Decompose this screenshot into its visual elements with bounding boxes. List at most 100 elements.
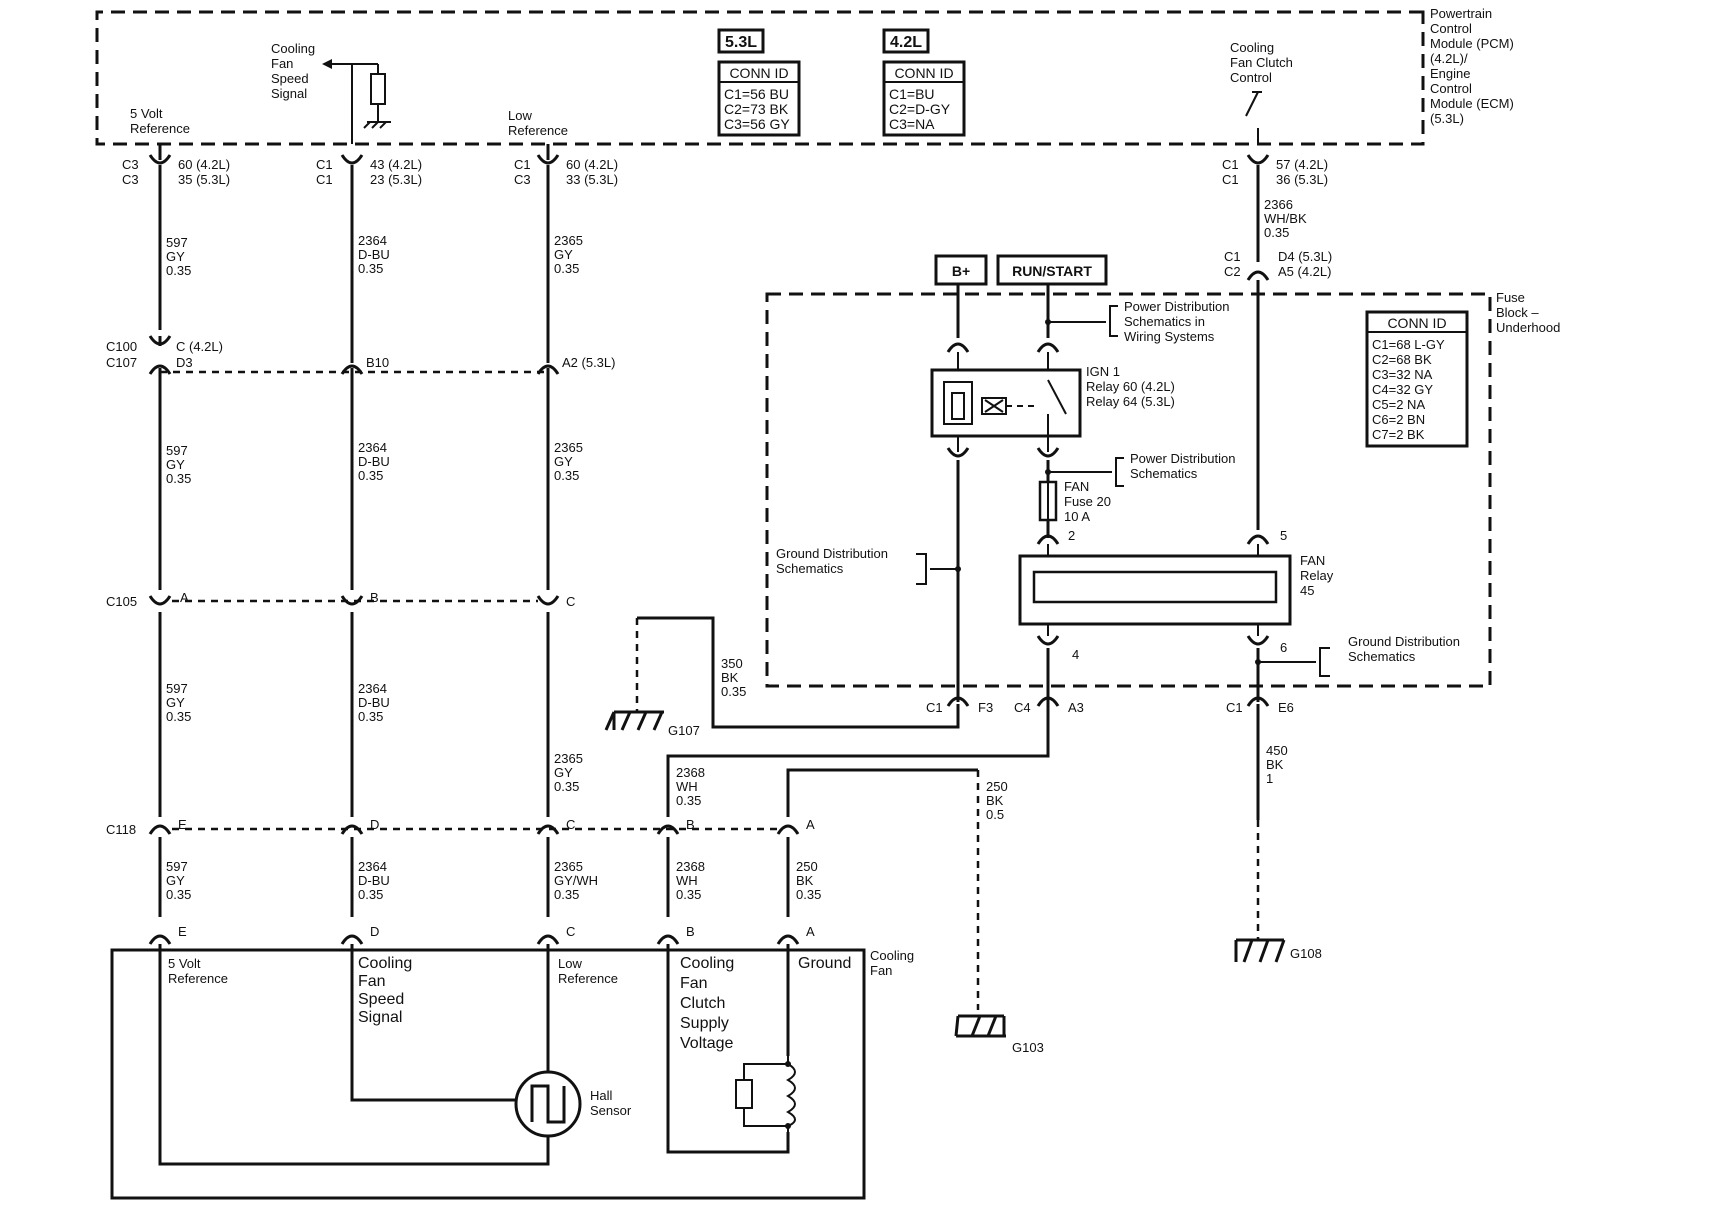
svg-text:FAN Relay 45: FAN Relay 45 [1300, 553, 1337, 598]
ground-g107-icon: G107 [604, 710, 700, 738]
svg-text:5: 5 [1280, 528, 1287, 543]
cooling-fan-component: Cooling Fan E D C B A 5 Volt Reference C… [110, 924, 914, 1200]
engine-53-tag: 5.3L [717, 28, 765, 54]
ign1-relay: IGN 1 Relay 60 (4.2L) Relay 64 (5.3L) [930, 342, 1179, 458]
svg-text:C3=56 GY: C3=56 GY [724, 116, 790, 132]
svg-text:5.3L: 5.3L [725, 34, 757, 51]
relay-switch-icon [1047, 379, 1067, 415]
svg-text:Ground: Ground [798, 955, 851, 972]
wire-250 [786, 768, 980, 1010]
svg-text:5 Volt Reference: 5 Volt Reference [168, 956, 228, 986]
relay-resistor-icon [951, 392, 965, 420]
svg-text:B: B [370, 590, 379, 605]
svg-text:D4 (5.3L): D4 (5.3L) [1278, 249, 1332, 264]
svg-text:C105: C105 [106, 594, 137, 609]
svg-text:E: E [178, 817, 187, 832]
svg-text:Ground Distribution Sc: Ground Distribution Schematics [776, 546, 892, 576]
svg-text:C1=56 BU: C1=56 BU [724, 86, 789, 102]
svg-text:C1: C1 [514, 157, 531, 172]
svg-text:4.2L: 4.2L [890, 34, 922, 51]
pcm-pin-speed: C1 C1 43 (4.2L) 23 (5.3L) [316, 154, 422, 187]
svg-text:C6=2 BN: C6=2 BN [1372, 412, 1425, 427]
pwr-dist-wiring-ref: Power Distribution Schematics in Wiring … [1045, 299, 1230, 344]
pcm-module: Powertrain Control Module (PCM) (4.2L)/ … [95, 6, 1517, 146]
svg-text:33 (5.3L): 33 (5.3L) [566, 172, 618, 187]
svg-text:23 (5.3L): 23 (5.3L) [370, 172, 422, 187]
engine-42-tag: 4.2L [882, 28, 930, 54]
fuse-block-underhood: Fuse Block – Underhood CONN ID C1=68 L-G… [765, 290, 1560, 702]
wire-350 [635, 616, 960, 729]
pcm-conn-id-42-table: CONN ID C1=BU C2=D-GY C3=NA [882, 60, 966, 137]
svg-text:A: A [180, 590, 189, 605]
svg-text:IGN 1 Relay 60 (4.2L): IGN 1 Relay 60 (4.2L) Relay 64 (5.3L) [1086, 364, 1179, 409]
svg-text:A: A [806, 817, 815, 832]
svg-text:2: 2 [1068, 528, 1075, 543]
svg-text:60 (4.2L): 60 (4.2L) [178, 157, 230, 172]
svg-text:B: B [686, 924, 695, 939]
pwr-dist-ref: Power Distribution Schematics [1045, 451, 1236, 487]
svg-text:C1: C1 [1224, 249, 1241, 264]
svg-text:B+: B+ [952, 263, 970, 279]
svg-text:A: A [806, 924, 815, 939]
svg-text:D: D [370, 924, 379, 939]
svg-text:C1=68 L-GY: C1=68 L-GY [1372, 337, 1445, 352]
pcm-5v-ref-label: 5 Volt Reference [130, 106, 190, 136]
svg-text:E: E [178, 924, 187, 939]
ground-g108-icon: G108 [1234, 938, 1322, 963]
svg-text:B10: B10 [366, 355, 389, 370]
pcm-fan-speed-label: Cooling Fan Speed Signal [271, 41, 319, 101]
svg-text:Cooling Fan Speed: Cooling Fan Speed Signal [358, 955, 417, 1026]
svg-text:60 (4.2L): 60 (4.2L) [566, 157, 618, 172]
svg-text:C1: C1 [1222, 172, 1239, 187]
svg-text:A2 (5.3L): A2 (5.3L) [562, 355, 615, 370]
pullup-resistor-icon [370, 73, 386, 105]
svg-text:E6: E6 [1278, 700, 1294, 715]
svg-text:C1: C1 [1226, 700, 1243, 715]
ground-g103-icon: G103 [954, 1014, 1044, 1055]
svg-text:F3: F3 [978, 700, 993, 715]
pcm-low-ref-label: Low Reference [508, 108, 568, 138]
svg-text:C3: C3 [122, 157, 139, 172]
svg-text:C1: C1 [1222, 157, 1239, 172]
ground-dist-left-ref: Ground Distribution Schematics [776, 546, 961, 585]
svg-text:RUN/START: RUN/START [1012, 263, 1092, 279]
svg-text:CONN ID: CONN ID [894, 65, 953, 81]
hall-sensor-icon: Hall Sensor [514, 1070, 632, 1138]
pcm-conn-id-53-table: CONN ID C1=56 BU C2=73 BK C3=56 GY [717, 60, 801, 137]
svg-text:C4: C4 [1014, 700, 1031, 715]
pcm-pin-clutch: C1 C1 57 (4.2L) 36 (5.3L) [1222, 154, 1328, 187]
pcm-title: Powertrain Control Module (PCM) (4.2L)/ … [1430, 6, 1517, 126]
svg-text:B: B [686, 817, 695, 832]
svg-text:C: C [566, 817, 575, 832]
connector-c105: C105 A B C [106, 590, 575, 609]
svg-text:57 (4.2L): 57 (4.2L) [1276, 157, 1328, 172]
svg-text:36 (5.3L): 36 (5.3L) [1276, 172, 1328, 187]
svg-text:C4=32 GY: C4=32 GY [1372, 382, 1433, 397]
clutch-control-switch-icon [1245, 91, 1262, 144]
pcm-clutch-control-label: Cooling Fan Clutch Control [1230, 40, 1297, 85]
svg-text:FAN Fuse 20 10: FAN Fuse 20 10 A [1064, 479, 1115, 524]
svg-text:35 (5.3L): 35 (5.3L) [178, 172, 230, 187]
fan-fuse-20: FAN Fuse 20 10 A [1038, 479, 1115, 524]
connector-f3: C1 F3 [926, 696, 993, 727]
svg-text:A5 (4.2L): A5 (4.2L) [1278, 264, 1331, 279]
